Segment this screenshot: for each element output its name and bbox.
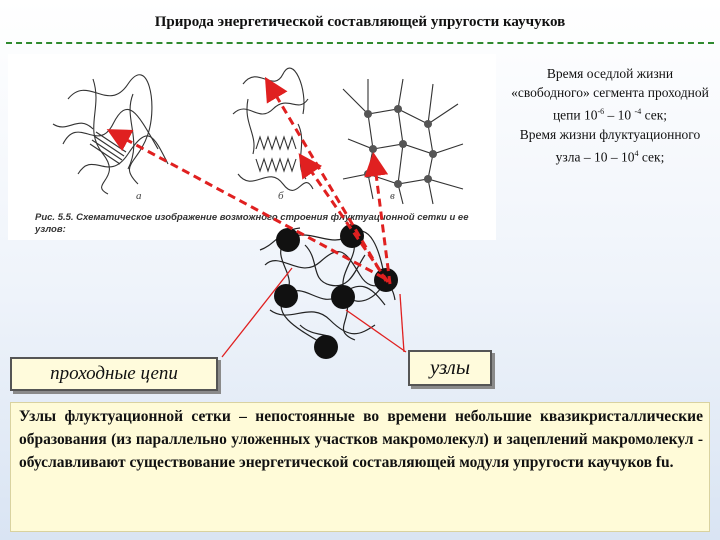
junction-c9	[424, 175, 432, 183]
lifetime-exp-2: -4	[634, 107, 642, 116]
junction-c4	[369, 145, 377, 153]
lifetime-line-3: сек;	[641, 107, 668, 123]
fold-b	[255, 135, 297, 173]
lifetime-exp-1: -6	[597, 107, 605, 116]
pointer-chains	[221, 267, 293, 358]
lifetime-exp-3: 4	[634, 148, 639, 158]
junction-c8	[394, 180, 402, 188]
label-nodes: узлы	[408, 350, 492, 386]
lifetime-line-5: сек;	[638, 149, 665, 164]
chain-n10	[304, 244, 366, 287]
lifetime-line-2: – 10	[604, 107, 632, 123]
panel-letter-b: б	[278, 190, 284, 202]
junction-c3	[424, 120, 432, 128]
chain-b3	[237, 173, 314, 191]
node-2	[340, 224, 364, 248]
node-1	[276, 228, 300, 252]
panel-letter-c: в	[390, 190, 395, 202]
bundle-a4	[89, 143, 121, 165]
chain-a4	[92, 78, 110, 195]
chain-a2	[62, 109, 159, 150]
chain-b2	[232, 98, 309, 115]
label-passing-chains: проходные цепи	[10, 357, 218, 391]
chain-a6	[52, 122, 94, 130]
description-box: Узлы флуктуационной сетки – непостоянные…	[10, 402, 710, 532]
junction-c5	[399, 140, 407, 148]
chain-b1	[242, 67, 305, 115]
junction-c2	[394, 105, 402, 113]
chain-a3	[77, 135, 169, 175]
figure-caption: Рис. 5.5. Схематическое изображение возм…	[35, 212, 469, 235]
arrow-node-to-bundle-a	[106, 129, 385, 280]
title-divider	[6, 42, 714, 44]
chain-b4	[246, 98, 255, 155]
panel-letter-a: а	[136, 190, 142, 202]
pointer-nodes-2	[345, 309, 407, 353]
lifetime-line-4: Время жизни флуктуационного узла – 10 – …	[519, 126, 701, 165]
lifetime-line-1: Время оседлой жизни «свободного» сегмент…	[511, 66, 709, 123]
lifetime-text: Время оседлой жизни «свободного» сегмент…	[510, 64, 710, 166]
junction-c1	[364, 110, 372, 118]
pointer-nodes-1	[399, 293, 405, 353]
junction-c6	[429, 150, 437, 158]
node-4	[274, 284, 298, 308]
slide-title: Природа энергетической составляющей упру…	[154, 14, 566, 30]
chain-n4	[269, 309, 376, 335]
node-6	[314, 335, 338, 359]
node-5	[331, 285, 355, 309]
arrow-node-to-junction-c	[364, 152, 392, 285]
network-figure: а б в Рис. 5.5. Схематическое изображени…	[8, 54, 496, 240]
